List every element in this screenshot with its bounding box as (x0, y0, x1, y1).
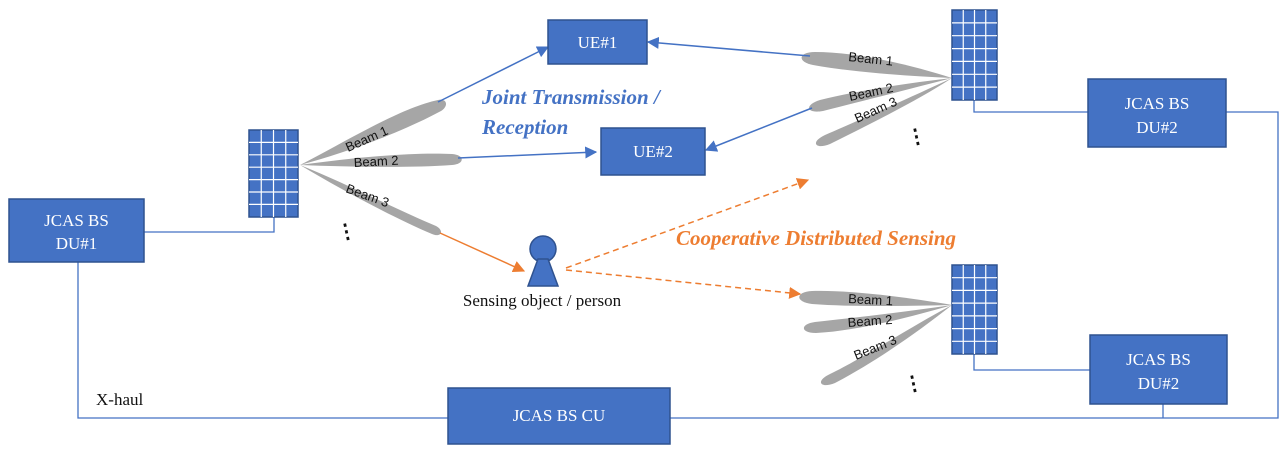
left-beam-2 (300, 153, 462, 167)
du1-to-cu-link (77, 262, 448, 419)
joint-transmission-title: Joint Transmission / (481, 85, 662, 109)
sensing-object-label: Sensing object / person (463, 291, 622, 310)
du1-to-left-antenna-link (144, 217, 275, 233)
left-beam-3-label: Beam 3 (344, 181, 391, 210)
bottom-right-beam-3 (820, 305, 952, 386)
top-right-beam-1 (801, 52, 952, 78)
cooperative-sensing-title: Cooperative Distributed Sensing (676, 226, 956, 250)
left-beam-1 (300, 99, 447, 165)
joint-reception-title: Reception (481, 115, 568, 139)
bottom-right-beams (799, 290, 952, 386)
ue1-label: UE#1 (578, 33, 618, 52)
top-right-beam-3 (815, 78, 952, 147)
cu-to-du2-top-link (670, 111, 1279, 419)
du2-bottom-line1: JCAS BS (1126, 350, 1191, 369)
du1-line2: DU#1 (56, 234, 98, 253)
communication-arrows (437, 36, 813, 159)
du2-top-line2: DU#2 (1136, 118, 1178, 137)
ellipsis-marks: ⋮ ⋮ ⋮ (334, 124, 928, 397)
ue1-box[interactable]: UE#1 (547, 19, 648, 65)
bottom-antenna-to-du2-link (973, 354, 1090, 371)
sensing-arrows (439, 178, 810, 299)
du2-top-line1: JCAS BS (1125, 94, 1190, 113)
left-beam2-to-ue2-arrow (457, 146, 598, 159)
left-beams (300, 99, 462, 236)
ue2-label: UE#2 (633, 142, 673, 161)
bottom-right-beam-1 (799, 290, 952, 306)
bottom-right-beam-2 (803, 305, 952, 333)
antenna-panel-icon (951, 264, 998, 355)
antenna-panels (248, 9, 998, 355)
person-icon (526, 235, 560, 287)
left-beam-2-label: Beam 2 (353, 153, 399, 170)
bottom-right-beam-2-label: Beam 2 (847, 312, 893, 330)
du1-box[interactable]: JCAS BS DU#1 (8, 198, 145, 263)
top-right-beam-2 (809, 78, 952, 112)
bottom-right-beams-ellipsis: ⋮ (901, 371, 925, 397)
du2-bottom-box[interactable]: JCAS BS DU#2 (1089, 334, 1228, 405)
bottom-right-beam-1-label: Beam 1 (848, 291, 894, 308)
left-beam1-to-ue1-arrow (437, 46, 550, 103)
xhaul-links (77, 100, 1279, 419)
du2-bottom-line2: DU#2 (1138, 374, 1180, 393)
object-to-top-right-beams-arrow (565, 178, 810, 269)
top-antenna-to-du2-link (973, 100, 1088, 113)
cu-box[interactable]: JCAS BS CU (447, 387, 671, 445)
left-beams-ellipsis: ⋮ (334, 219, 358, 245)
antenna-panel-icon (248, 129, 299, 218)
du1-line1: JCAS BS (44, 211, 109, 230)
top-right-beam2-to-ue2-arrow (704, 107, 813, 152)
ue2-box[interactable]: UE#2 (600, 127, 706, 176)
left-beam-3 (300, 165, 442, 236)
top-right-beam1-to-ue1-arrow (646, 36, 811, 57)
antenna-panel-icon (951, 9, 998, 101)
left-beam-1-label: Beam 1 (343, 123, 390, 155)
left-beam3-to-object-arrow (439, 232, 526, 273)
top-right-beams-ellipsis: ⋮ (904, 124, 928, 150)
cu-label: JCAS BS CU (513, 406, 606, 425)
du2-top-box[interactable]: JCAS BS DU#2 (1087, 78, 1227, 148)
top-right-beam-1-label: Beam 1 (848, 49, 894, 69)
top-right-beams (801, 52, 952, 147)
xhaul-label: X-haul (96, 390, 143, 409)
